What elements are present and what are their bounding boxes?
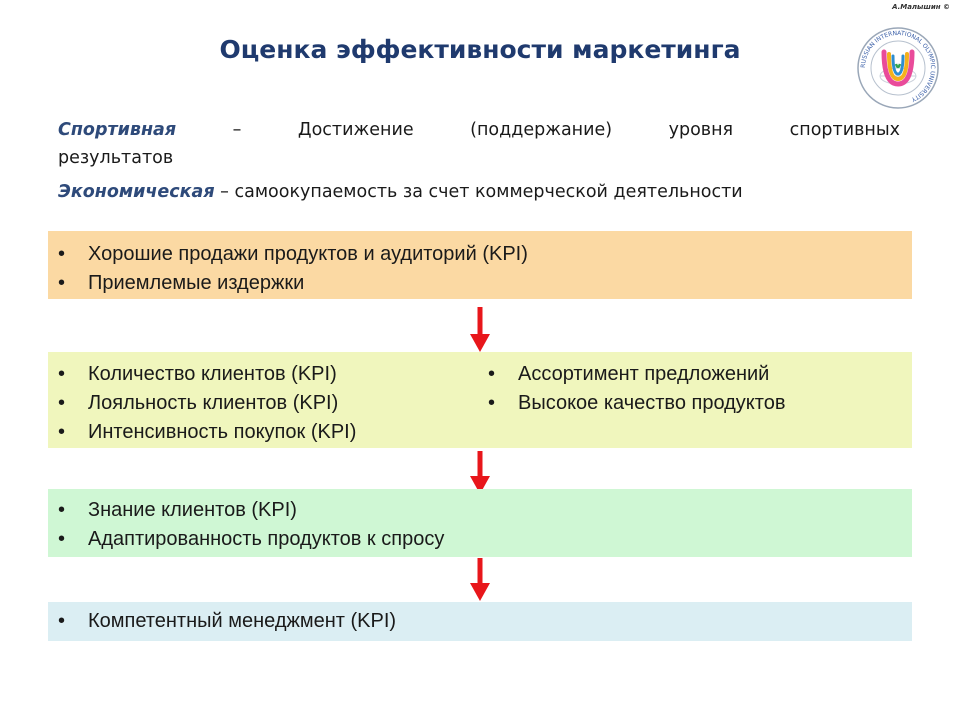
list-item: Хорошие продажи продуктов и аудиторий (K…	[48, 240, 912, 269]
copyright-label: А.Малышин ©	[892, 3, 950, 11]
products-list: Ассортимент предложений Высокое качество…	[478, 360, 785, 418]
intro-word: –	[232, 120, 242, 140]
sport-term: Спортивная	[58, 120, 177, 140]
management-box: Компетентный менеджмент (KPI)	[48, 602, 912, 641]
university-logo-icon: RUSSIAN INTERNATIONAL OLYMPIC UNIVERSITY	[857, 27, 939, 109]
intro-sport-line: Спортивная – Достижение (поддержание) ур…	[58, 120, 900, 140]
down-arrow-icon	[470, 558, 490, 601]
econ-term: Экономическая	[58, 182, 215, 202]
intro-sport-continuation: результатов	[58, 148, 174, 168]
intro-econ-line: Экономическая – самоокупаемость за счет …	[58, 182, 900, 202]
down-arrow-icon	[470, 307, 490, 352]
list-item: Ассортимент предложений	[478, 360, 785, 389]
intro-word: уровня	[668, 120, 734, 140]
clients-list: Количество клиентов (KPI) Лояльность кли…	[48, 360, 356, 447]
knowledge-box: Знание клиентов (KPI) Адаптированность п…	[48, 489, 912, 557]
list-item: Компетентный менеджмент (KPI)	[48, 607, 912, 636]
intro-word: Достижение	[297, 120, 414, 140]
down-arrow-icon	[470, 451, 490, 494]
list-item: Высокое качество продуктов	[478, 389, 785, 418]
intro-word: спортивных	[789, 120, 900, 140]
sales-box: Хорошие продажи продуктов и аудиторий (K…	[48, 231, 912, 299]
list-item: Адаптированность продуктов к спросу	[48, 525, 912, 554]
slide-title: Оценка эффективности маркетинга	[219, 35, 741, 64]
list-item: Знание клиентов (KPI)	[48, 496, 912, 525]
econ-text: – самоокупаемость за счет коммерческой д…	[214, 182, 743, 202]
list-item: Лояльность клиентов (KPI)	[48, 389, 356, 418]
list-item: Приемлемые издержки	[48, 269, 912, 298]
intro-word: (поддержание)	[470, 120, 613, 140]
list-item: Интенсивность покупок (KPI)	[48, 418, 356, 447]
list-item: Количество клиентов (KPI)	[48, 360, 356, 389]
clients-box: Количество клиентов (KPI) Лояльность кли…	[48, 352, 912, 448]
